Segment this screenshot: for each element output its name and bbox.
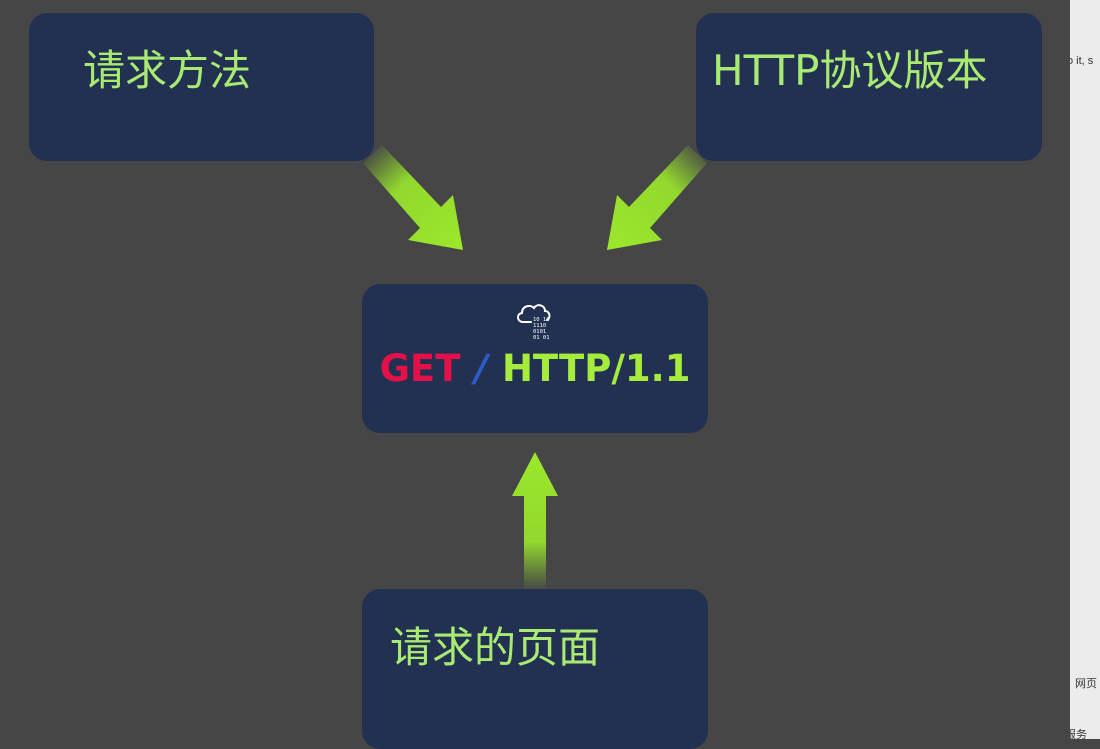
page-label: 请求的页面 (390, 623, 601, 672)
svg-text:1110: 1110 (533, 323, 546, 329)
side-strip-text-bottom: 服务 (1070, 729, 1087, 739)
side-strip-text-top: o it, s (1070, 55, 1094, 67)
request-separator: / (474, 347, 488, 390)
side-strip: o it, s 网页 服务 (1070, 0, 1100, 739)
version-label: HTTP协议版本 (712, 46, 988, 95)
request-line-box: 10 10 1110 0101 01 01 GET / HTTP/1.1 (362, 284, 708, 433)
http-version: HTTP/1.1 (501, 347, 691, 390)
method-box: 请求方法 (29, 13, 374, 161)
svg-text:10 10: 10 10 (533, 317, 550, 323)
method-label: 请求方法 (83, 46, 252, 95)
cloud-data-icon: 10 10 1110 0101 01 01 (517, 304, 551, 341)
page-box: 请求的页面 (362, 589, 708, 749)
side-strip-text-middle: 网页 (1075, 678, 1097, 690)
svg-text:01 01: 01 01 (533, 335, 550, 341)
request-line: GET / HTTP/1.1 (362, 350, 708, 387)
arrow-version (607, 145, 707, 250)
request-method: GET (379, 347, 461, 390)
arrow-page (512, 452, 558, 590)
version-box: HTTP协议版本 (696, 13, 1042, 161)
svg-text:0101: 0101 (533, 329, 546, 335)
arrow-method (363, 145, 463, 250)
